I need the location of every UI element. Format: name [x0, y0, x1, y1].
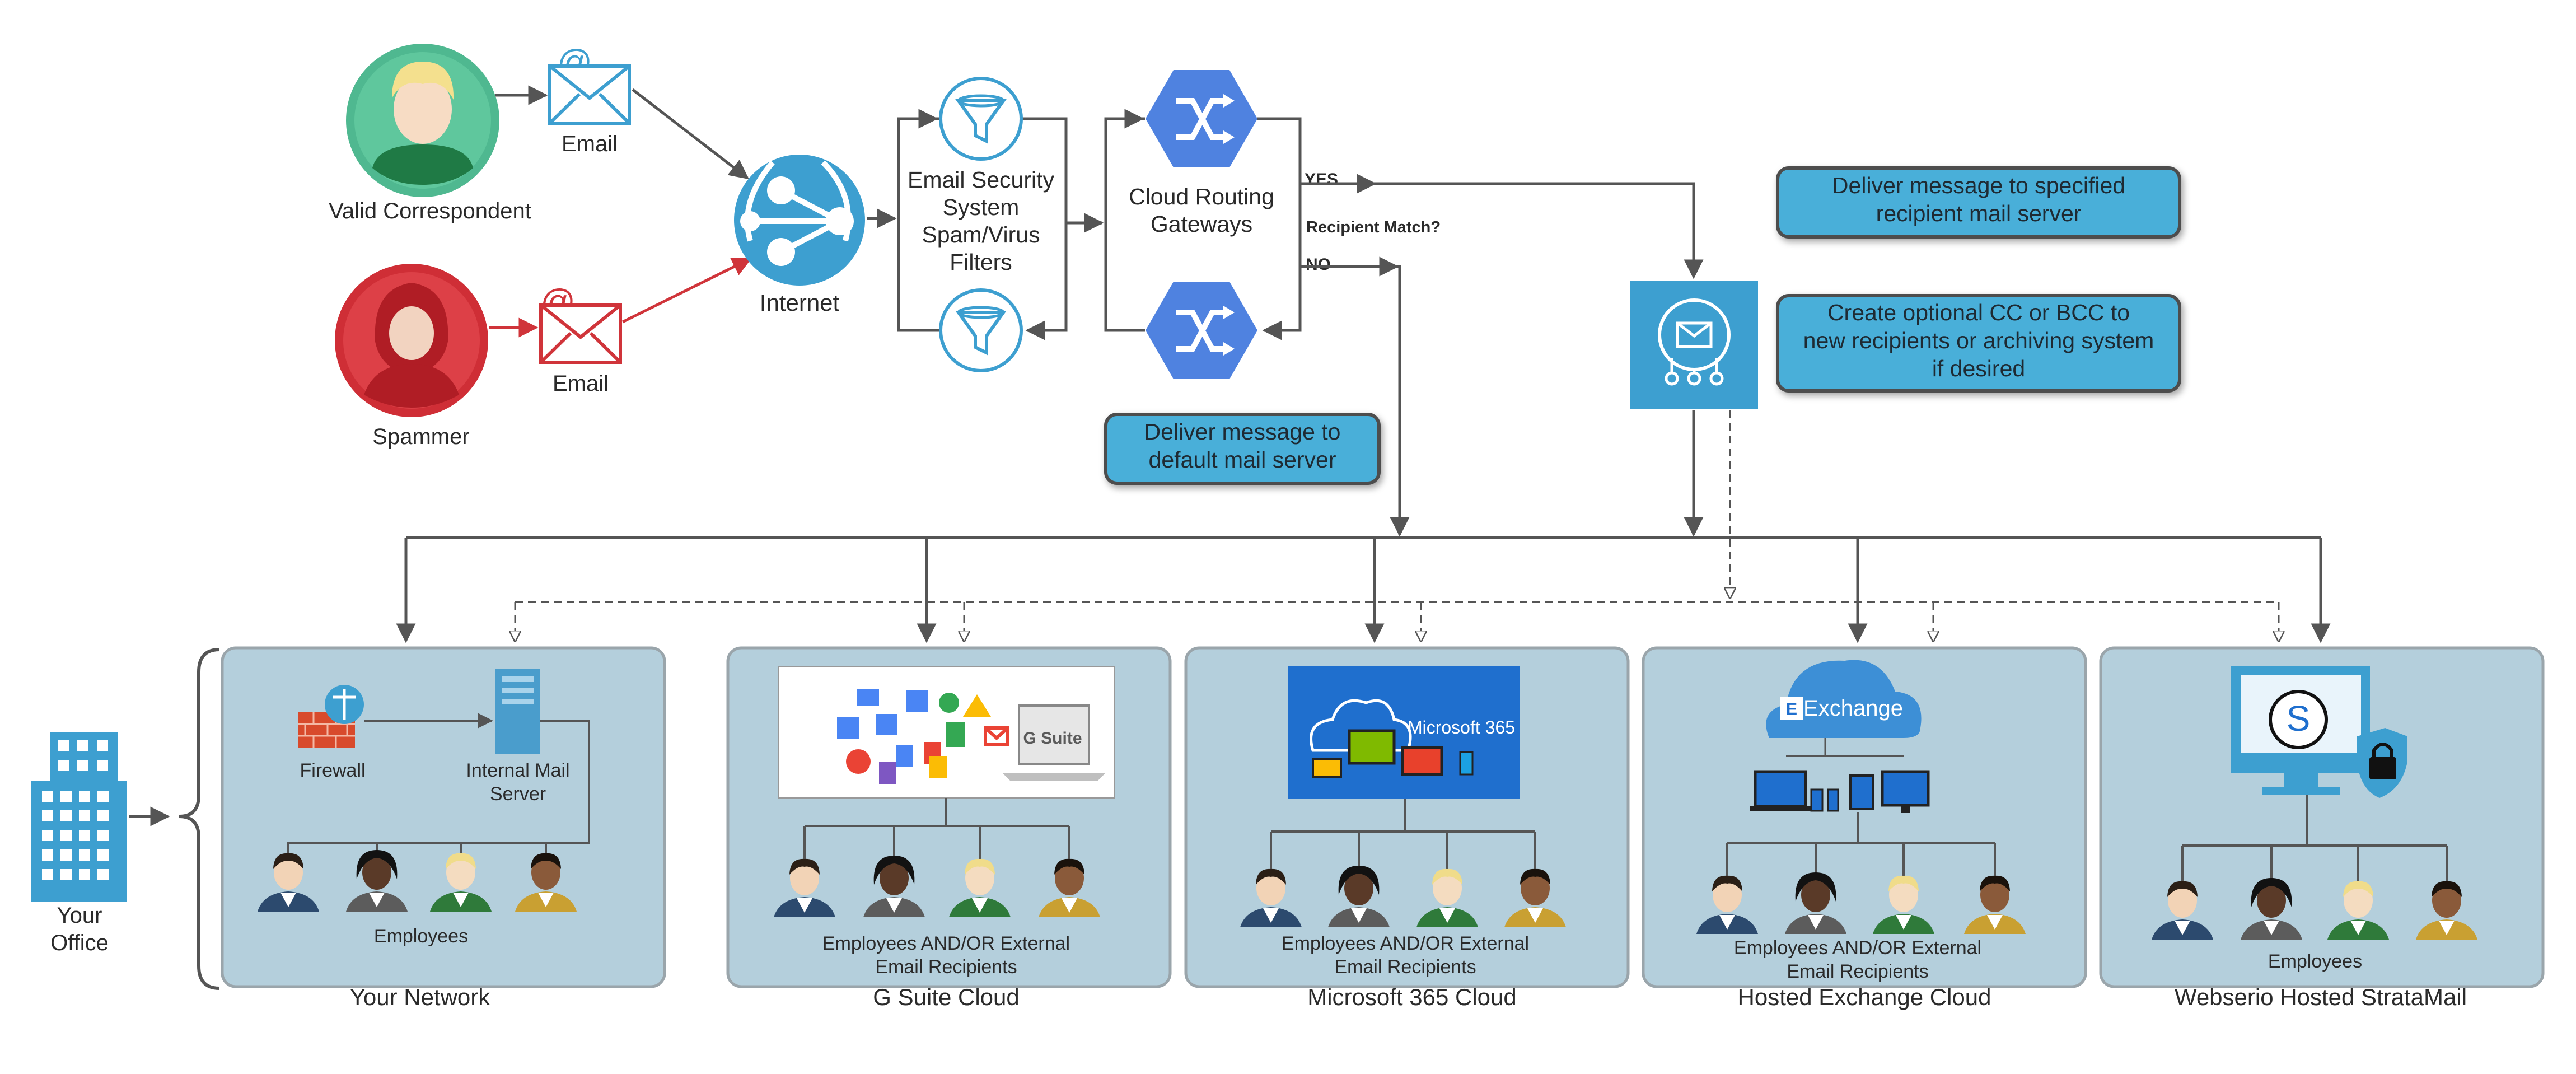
security-line4: Filters [950, 249, 1012, 275]
exchange-employees-line1: Employees AND/OR External [1734, 937, 1981, 959]
panel-title-gsuite: G Suite Cloud [873, 984, 1019, 1010]
person-icon [1328, 866, 1390, 927]
filter-funnel-icon [939, 288, 1023, 372]
svg-text:recipient mail server: recipient mail server [1876, 200, 2082, 226]
person-icon [863, 856, 925, 917]
decision-question: Recipient Match? [1306, 218, 1441, 236]
internet-label: Internet [760, 289, 840, 316]
person-icon [1785, 872, 1846, 934]
svg-text:Create optional CC or BCC to: Create optional CC or BCC to [1827, 300, 2130, 325]
network-globe-icon [734, 155, 865, 286]
server-icon [495, 669, 540, 754]
person-icon [1964, 875, 2026, 934]
panel-title-stratamail: Webserio Hosted StrataMail [2175, 984, 2467, 1010]
gsuite-badge: G Suite [1023, 729, 1082, 748]
email-label-top: Email [562, 132, 618, 156]
person-icon [2241, 878, 2302, 940]
panel-title-m365: Microsoft 365 Cloud [1307, 984, 1517, 1010]
stratamail-monitor-icon [2231, 666, 2407, 798]
svg-text:new recipients or archiving sy: new recipients or archiving system [1803, 328, 2154, 353]
panel1-employees-label: Employees [374, 926, 468, 947]
office-building-icon [31, 732, 127, 902]
valid-correspondent-avatar [346, 44, 499, 197]
filter-funnel-icon [939, 77, 1023, 161]
panel-title-your-network: Your Network [350, 984, 491, 1010]
svg-text:E: E [1786, 700, 1797, 718]
callout-deliver-default: Deliver message to default mail server [1104, 413, 1381, 485]
routing-line1: Cloud Routing [1129, 184, 1274, 209]
shuffle-gateway-icon [1146, 282, 1257, 379]
svg-text:Deliver message to: Deliver message to [1144, 419, 1341, 445]
email-label-bottom: Email [553, 371, 609, 396]
security-line1: Email Security [908, 167, 1055, 193]
person-icon [1039, 858, 1100, 917]
office-line1: Your [57, 903, 102, 928]
devices-icon [1750, 738, 1930, 813]
person-icon [346, 850, 408, 912]
server-label-line2: Server [490, 783, 546, 805]
m365-employees-line1: Employees AND/OR External [1282, 933, 1529, 954]
person-icon [430, 853, 492, 912]
server-label-line1: Internal Mail [466, 760, 569, 781]
valid-correspondent-label: Valid Correspondent [329, 199, 531, 223]
svg-text:Deliver message to specified: Deliver message to specified [1832, 172, 2125, 198]
decision-no: NO [1306, 255, 1331, 274]
decision-yes: YES [1305, 170, 1338, 189]
gsuite-employees-line2: Email Recipients [875, 956, 1017, 978]
person-icon [515, 853, 577, 912]
shuffle-gateway-icon [1146, 70, 1257, 167]
panel-exchange [1642, 646, 2087, 988]
person-icon [2416, 881, 2477, 940]
microsoft-365-logo [1288, 666, 1520, 799]
panel-title-exchange: Hosted Exchange Cloud [1738, 984, 1991, 1010]
m365-badge: Microsoft 365 [1408, 717, 1515, 737]
callout-deliver-specified: Deliver message to specified recipient m… [1776, 166, 2181, 239]
person-icon [1873, 875, 1934, 934]
mail-router-icon [1630, 281, 1758, 409]
person-icon [1416, 868, 1478, 927]
envelope-icon: @ [539, 283, 622, 364]
envelope-icon: @ [548, 43, 631, 125]
security-line3: Spam/Virus [922, 222, 1040, 248]
security-line2: System [943, 194, 1020, 220]
exchange-badge: Exchange [1803, 696, 1903, 721]
spammer-avatar [335, 264, 488, 417]
spammer-label: Spammer [372, 424, 469, 449]
person-icon [258, 853, 319, 912]
svg-text:default mail server: default mail server [1149, 447, 1336, 473]
person-icon [2152, 881, 2213, 940]
m365-employees-line2: Email Recipients [1334, 956, 1476, 978]
firewall-label: Firewall [300, 760, 365, 781]
gsuite-logo [778, 666, 1115, 799]
callout-create-cc: Create optional CC or BCC to new recipie… [1776, 294, 2181, 393]
office-line2: Office [50, 931, 109, 955]
person-icon [949, 858, 1011, 917]
gsuite-employees-line1: Employees AND/OR External [822, 933, 1070, 954]
stratamail-logo-letter: S [2287, 698, 2311, 739]
firewall-icon [298, 685, 364, 748]
person-icon [774, 858, 835, 917]
svg-text:if desired: if desired [1932, 356, 2025, 381]
person-icon [1696, 875, 1758, 934]
person-icon [2327, 881, 2389, 940]
stratamail-employees-label: Employees [2268, 951, 2362, 972]
exchange-cloud-icon: E [1766, 660, 1922, 738]
exchange-employees-line2: Email Recipients [1787, 961, 1928, 982]
person-icon [1240, 868, 1302, 927]
person-icon [1504, 868, 1566, 927]
routing-line2: Gateways [1151, 211, 1252, 237]
